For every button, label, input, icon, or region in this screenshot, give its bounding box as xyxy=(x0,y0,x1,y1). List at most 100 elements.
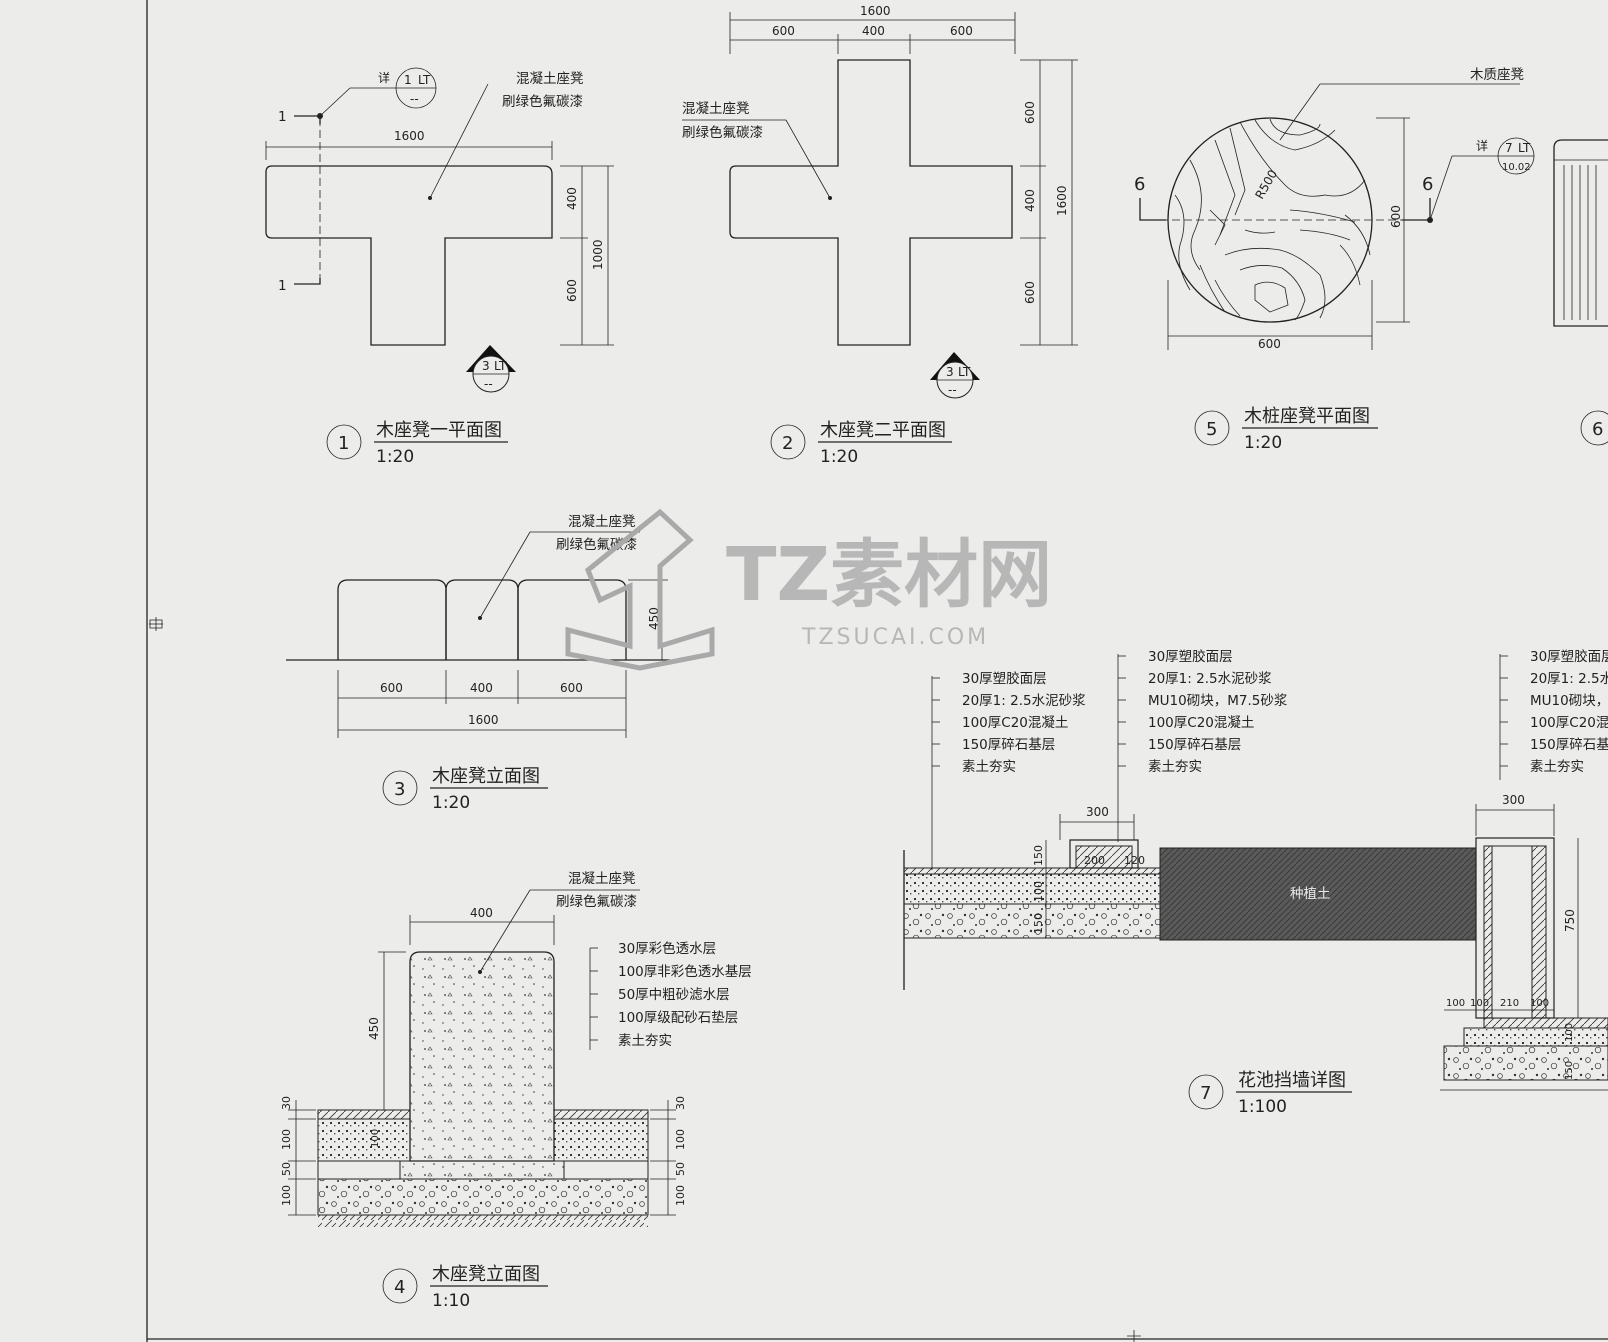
drawing-5-number: 5 xyxy=(1206,419,1217,440)
note-wood-bench: 木质座凳 xyxy=(1470,67,1524,83)
wall-layer: 20厚1: 2.5水泥砂浆 xyxy=(962,693,1086,709)
wall-layer: 100厚C20混 xyxy=(1530,715,1608,731)
dim-750: 750 xyxy=(1563,909,1577,932)
dim-600: 600 xyxy=(1023,281,1037,304)
drawing-6-number: 6 xyxy=(1592,419,1603,440)
dim-400: 400 xyxy=(862,24,885,38)
wall-layer: MU10砌块， xyxy=(1530,693,1608,709)
view-ref-sub: -- xyxy=(948,383,957,397)
watermark-url: TZSUCAI.COM xyxy=(801,625,989,650)
drawing-1-scale: 1:20 xyxy=(376,447,414,467)
dim-100: 100 xyxy=(1446,998,1465,1009)
dim-30: 30 xyxy=(280,1096,293,1110)
wall-layer: 100厚C20混凝土 xyxy=(1148,715,1254,731)
dim-210: 210 xyxy=(1500,998,1519,1009)
dim-1600: 1600 xyxy=(468,713,499,727)
bench-layer-notes: 30厚彩色透水层 100厚非彩色透水基层 50厚中粗砂滤水层 100厚级配砂石垫… xyxy=(590,940,752,1049)
drawing-7-number: 7 xyxy=(1200,1083,1211,1104)
watermark: TZ素材网 TZSUCAI.COM xyxy=(565,508,1052,671)
drawing-3-number: 3 xyxy=(394,779,405,800)
watermark-brand: TZ素材网 xyxy=(726,532,1052,618)
wall-layer-notes-mid: 30厚塑胶面层 20厚1: 2.5水泥砂浆 MU10砌块，M7.5砂浆 100厚… xyxy=(1117,648,1288,842)
drawing-5-scale: 1:20 xyxy=(1244,433,1282,453)
dim-150: 150 xyxy=(1032,913,1045,934)
dim-1600: 1600 xyxy=(394,129,425,143)
dim-100: 100 xyxy=(674,1185,687,1206)
drawing-2-title: 木座凳二平面图 xyxy=(820,420,946,441)
dim-50: 50 xyxy=(674,1162,687,1176)
detail-ref-num: 1 xyxy=(404,73,412,87)
dim-100: 100 xyxy=(280,1185,293,1206)
dim-400: 400 xyxy=(470,681,493,695)
detail-ref-sheet: LT xyxy=(418,73,431,87)
note-green-paint: 刷绿色氟碳漆 xyxy=(556,893,637,910)
section-mark-6-right: 6 xyxy=(1422,174,1433,195)
wall-layer: 素土夯实 xyxy=(1148,759,1202,775)
soil-label: 种植土 xyxy=(1290,886,1331,902)
wall-layer: 150厚碎石基层 xyxy=(962,736,1055,753)
dim-100: 100 xyxy=(1530,998,1549,1009)
drawing-7-title: 花池挡墙详图 xyxy=(1238,1070,1346,1091)
dim-600: 600 xyxy=(772,24,795,38)
drawing-5-plan: R500 6 6 木质座凳 详 7 LT 10.02 600 600 5 木桩座… xyxy=(1134,67,1535,453)
note-concrete-bench: 混凝土座凳 xyxy=(516,71,584,87)
wall-layer: MU10砌块，M7.5砂浆 xyxy=(1148,693,1288,709)
dim-100-bench: 100 xyxy=(370,1129,381,1148)
dim-600: 600 xyxy=(560,681,583,695)
dim-600: 600 xyxy=(565,279,579,302)
wall-layer: 素土夯实 xyxy=(1530,759,1584,775)
dim-100: 100 xyxy=(674,1129,687,1150)
dim-400: 400 xyxy=(565,187,579,210)
dim-600: 600 xyxy=(1258,337,1281,351)
view-ref-num: 3 xyxy=(946,365,954,379)
drawing-4-title: 木座凳立面图 xyxy=(432,1264,540,1285)
dim-600: 600 xyxy=(380,681,403,695)
wall-layer: 20厚1: 2.5水 xyxy=(1530,671,1608,687)
dim-200: 200 xyxy=(1084,854,1105,867)
detail-prefix: 详 xyxy=(1476,138,1488,153)
watermark-logo-icon xyxy=(565,508,715,671)
view-ref-sheet: LT xyxy=(958,365,971,379)
radius-label: R500 xyxy=(1252,167,1280,201)
drawing-2-scale: 1:20 xyxy=(820,447,858,467)
dim-300: 300 xyxy=(1086,805,1109,819)
note-concrete-bench: 混凝土座凳 xyxy=(568,871,636,887)
dim-120: 120 xyxy=(1124,854,1145,867)
dim-400: 400 xyxy=(1023,189,1037,212)
bench-layer: 100厚非彩色透水基层 xyxy=(618,963,752,980)
dim-400: 400 xyxy=(470,906,493,920)
wood-grain-rings xyxy=(1174,118,1371,321)
dim-30: 30 xyxy=(674,1096,687,1110)
wall-layer-notes-left: 30厚塑胶面层 20厚1: 2.5水泥砂浆 100厚C20混凝土 150厚碎石基… xyxy=(931,670,1086,870)
note-green-paint: 刷绿色氟碳漆 xyxy=(682,124,763,141)
bench-layer: 100厚级配砂石垫层 xyxy=(618,1010,738,1026)
section-mark-1-bottom: 1 xyxy=(278,278,287,294)
drawing-2-number: 2 xyxy=(782,433,793,454)
drawing-2-plan: 1600 600 400 600 600 400 600 1600 混凝土座凳 … xyxy=(682,4,1078,467)
wall-layer: 30厚塑胶面层 xyxy=(1530,648,1608,665)
drawing-3-title: 木座凳立面图 xyxy=(432,766,540,787)
section-mark-1-top: 1 xyxy=(278,109,287,125)
drawing-4-number: 4 xyxy=(394,1277,405,1298)
dim-300: 300 xyxy=(1502,793,1525,807)
wall-layer-notes-right: 30厚塑胶面层 20厚1: 2.5水 MU10砌块， 100厚C20混 150厚… xyxy=(1499,648,1608,780)
section-mark-6-left: 6 xyxy=(1134,174,1145,195)
dim-150: 150 xyxy=(1564,1061,1575,1080)
view-ref-sheet: LT xyxy=(494,359,507,373)
drawing-7-section: 种植土 300 200 120 150 100 150 300 750 100 … xyxy=(903,648,1608,1117)
wall-layer: 素土夯实 xyxy=(962,759,1016,775)
bench-layer: 素土夯实 xyxy=(618,1033,672,1049)
detail-prefix: 详 xyxy=(378,70,390,85)
dim-1000: 1000 xyxy=(591,239,605,270)
detail-ref-sub: 10.02 xyxy=(1502,162,1531,173)
wall-layer: 150厚碎石基 xyxy=(1530,736,1608,753)
drawing-5-title: 木桩座凳平面图 xyxy=(1244,406,1370,427)
sheet-border xyxy=(146,0,1608,1342)
dim-100: 100 xyxy=(1470,998,1489,1009)
drawing-4-section: 100 400 450 30 100 50 100 30 100 50 100 xyxy=(280,871,752,1311)
bench-layer: 50厚中粗砂滤水层 xyxy=(618,987,730,1003)
dim-1600: 1600 xyxy=(1055,185,1069,216)
dim-1600: 1600 xyxy=(860,4,891,18)
drawing-1-plan: 1 1 详 1 LT -- 混凝土座凳 刷绿色氟碳漆 1600 400 600 … xyxy=(265,67,614,467)
